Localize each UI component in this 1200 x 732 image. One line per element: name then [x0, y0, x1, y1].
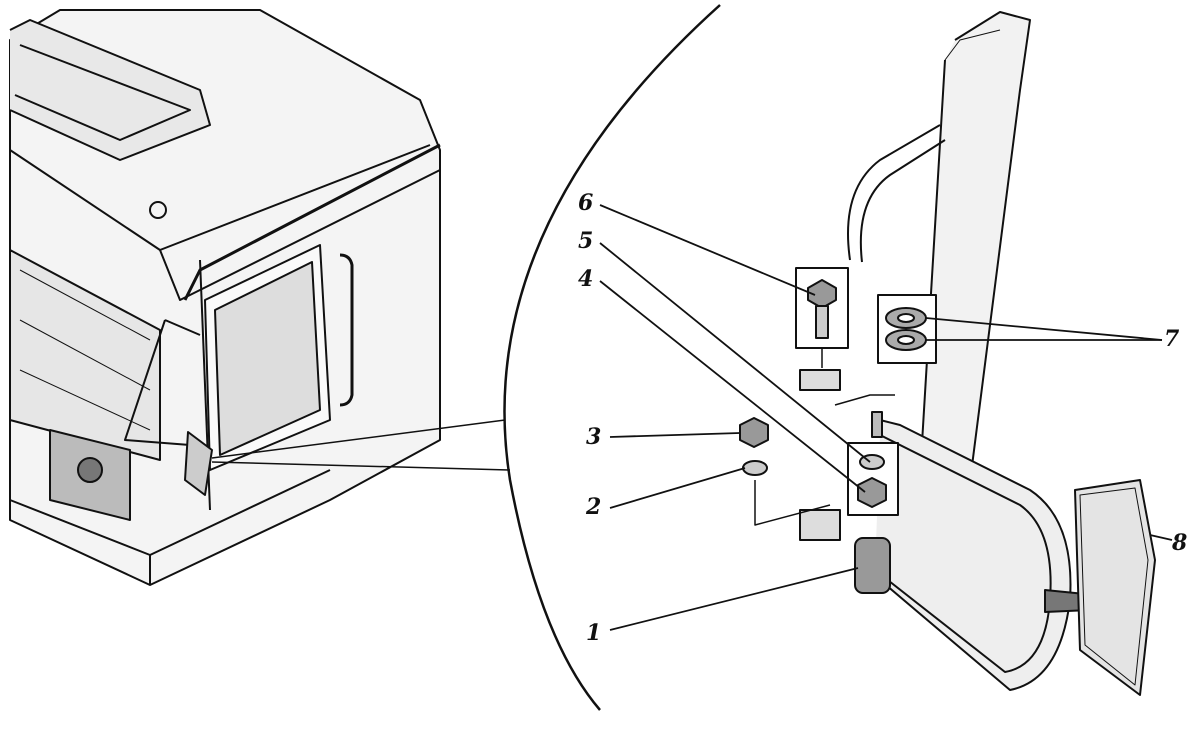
callout-label-1: 1	[586, 620, 602, 646]
callout-label-7: 7	[1164, 326, 1180, 352]
detail-view-arc	[503, 4, 721, 711]
mirror-arm	[854, 411, 1156, 696]
callout-label-2: 2	[586, 494, 602, 520]
leader-lines	[599, 204, 1173, 631]
callout-label-4: 4	[578, 266, 594, 292]
callout-label-6: 6	[578, 190, 594, 216]
truck-cab	[9, 9, 441, 586]
callout-label-3: 3	[586, 424, 602, 450]
callout-label-5: 5	[578, 228, 594, 254]
callout-zoom-lines	[211, 419, 511, 471]
callout-label-8: 8	[1172, 530, 1188, 556]
